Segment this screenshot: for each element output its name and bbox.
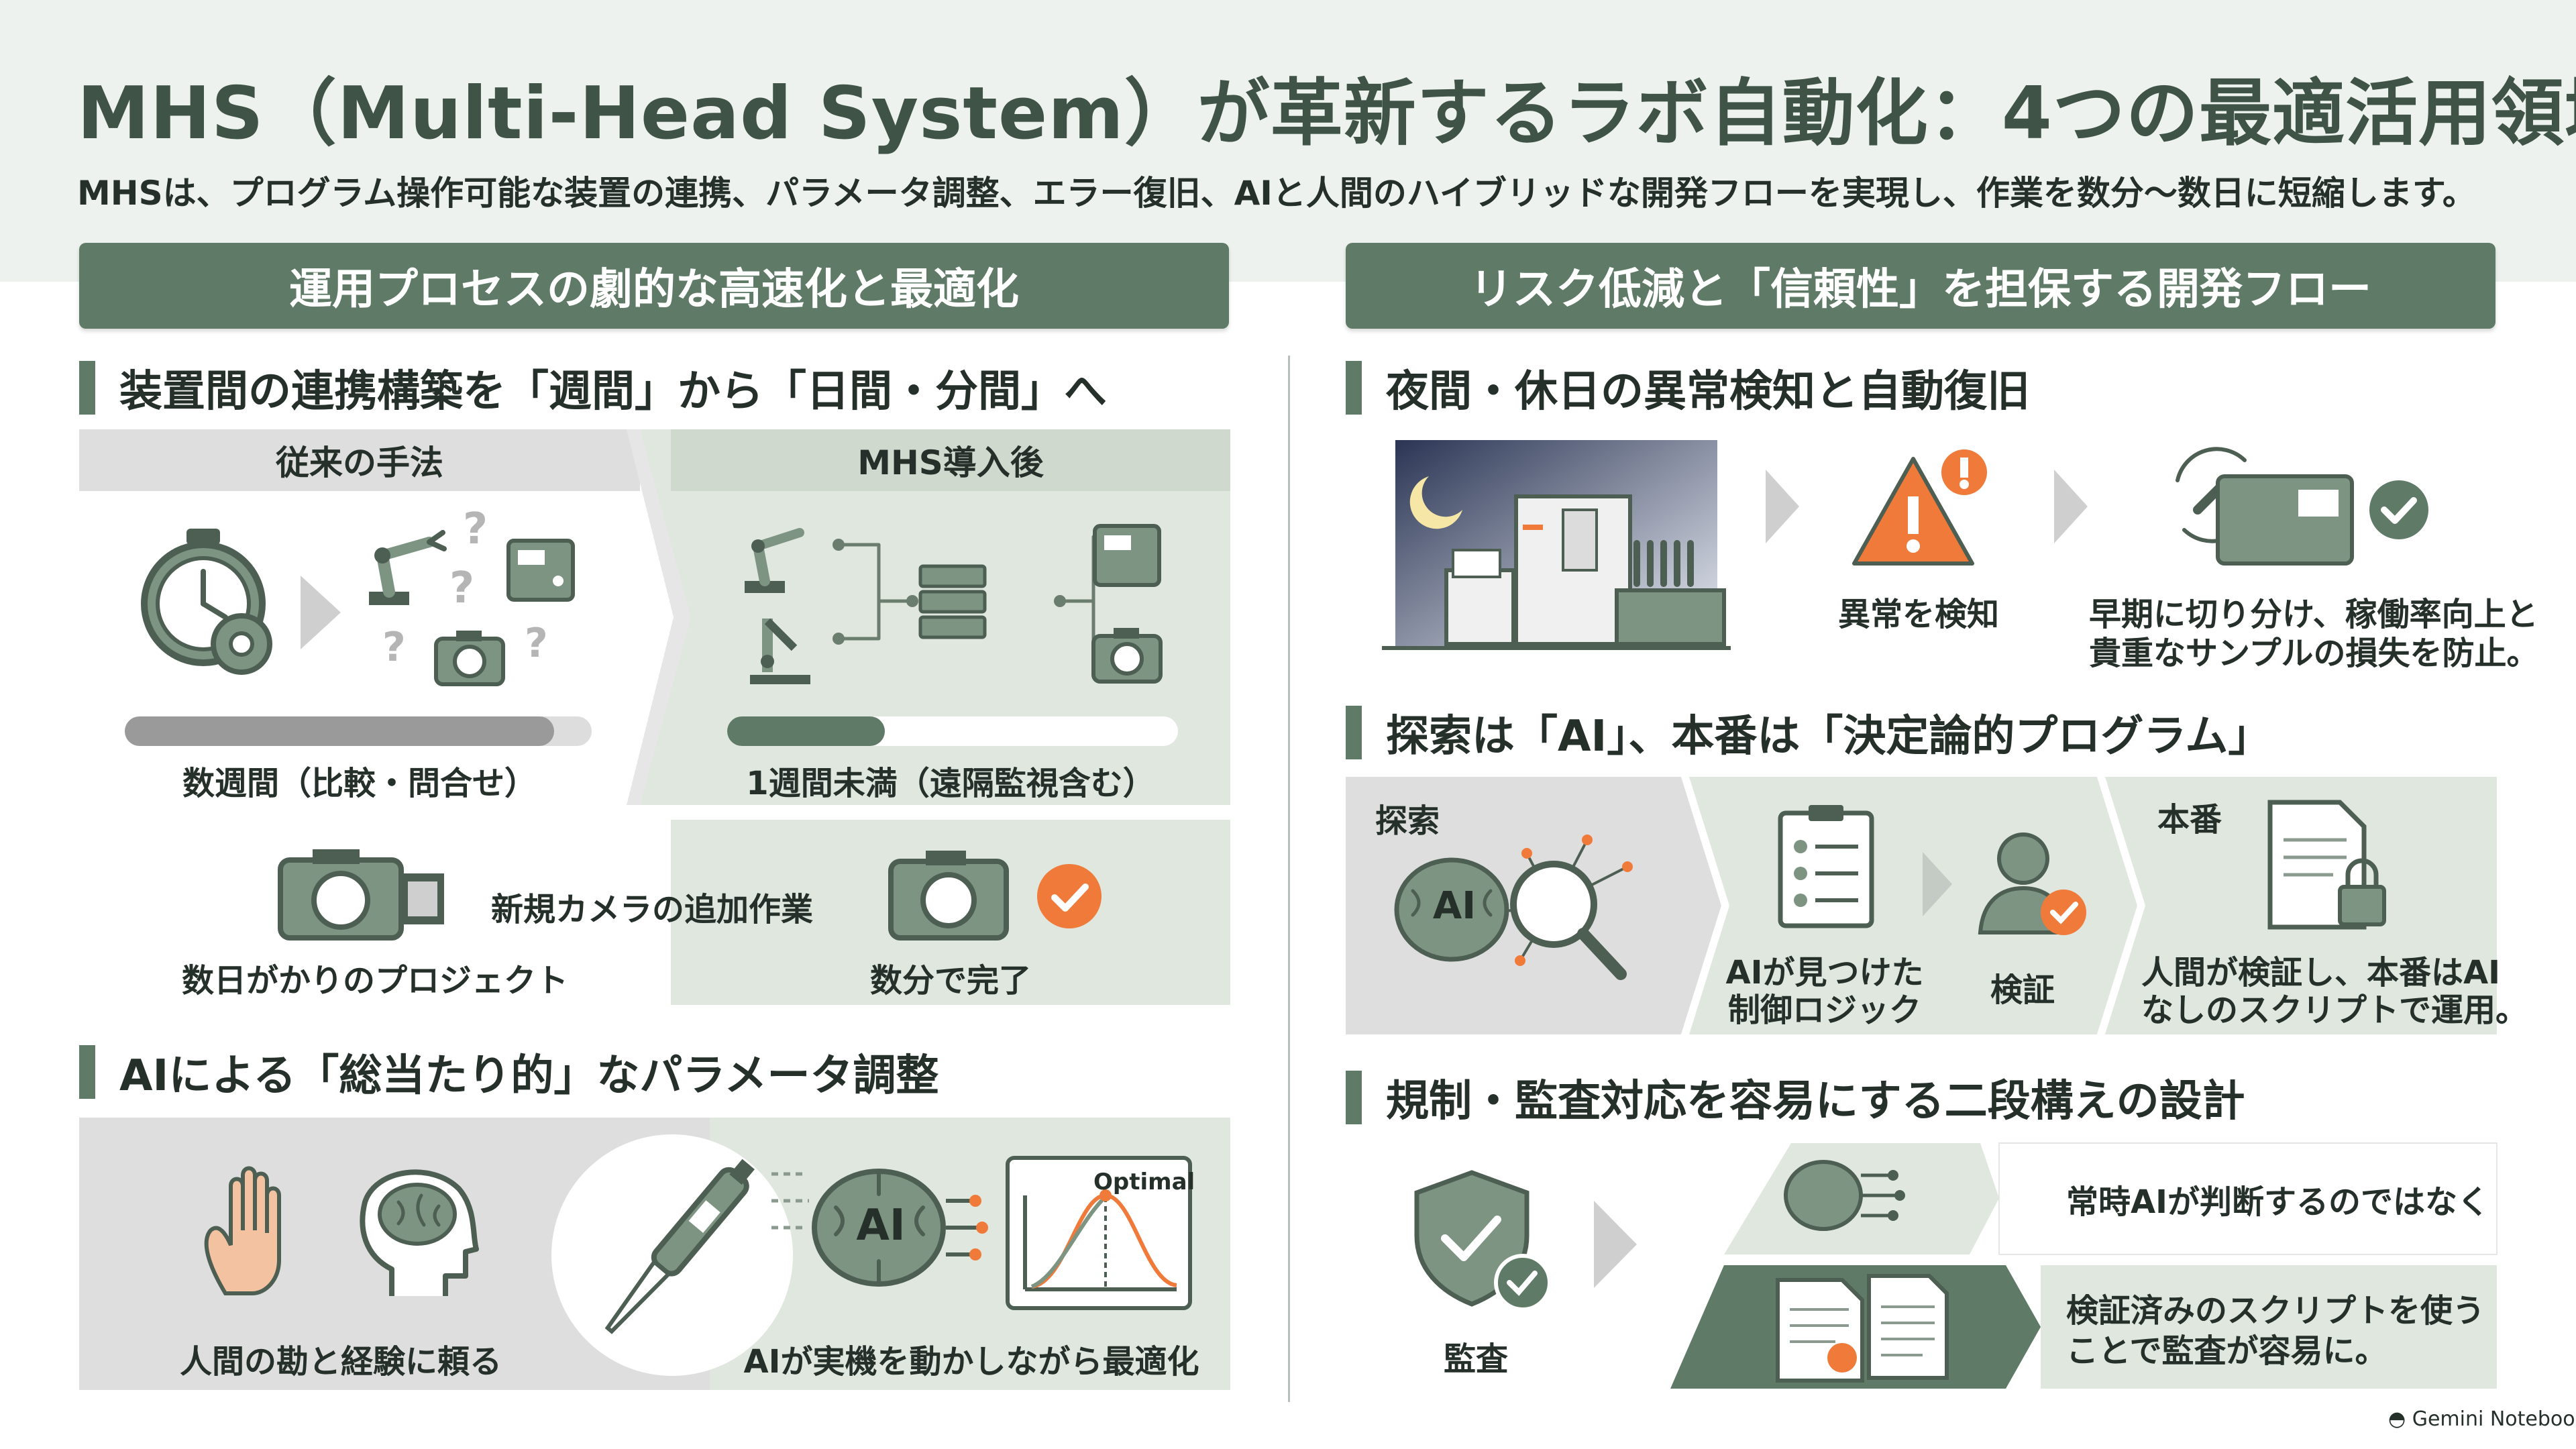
chevron-right-icon — [1594, 1201, 1637, 1288]
header-band — [0, 0, 2576, 282]
section-title-audit: 規制・監査対応を容易にする二段構えの設計 — [1346, 1069, 2245, 1126]
document-lock-icon — [2267, 800, 2386, 930]
ai-brain-icon — [1784, 1160, 1905, 1231]
chevron-right-icon — [2054, 470, 2088, 543]
question-icon: ? — [449, 564, 475, 613]
before-caption: 数週間（比較・問合せ） — [182, 765, 537, 802]
user-verify-icon — [1978, 833, 2086, 935]
footer-brand-label: Gemini Notebook — [2412, 1407, 2576, 1431]
wrench-cycle-icon — [2176, 447, 2428, 566]
chevron-right-icon — [301, 576, 341, 649]
before-progress-track — [125, 716, 592, 746]
explore-tab: 探索 — [1375, 802, 1440, 840]
gemini-logo-icon: ◓ — [2388, 1407, 2412, 1431]
magnifier-icon — [1510, 861, 1627, 980]
page-title: MHS（Multi-Head System）が革新するラボ自動化：4つの最適活用… — [77, 72, 2576, 156]
stopwatch-gear-icon — [141, 529, 272, 675]
ai-brain-icon — [812, 1169, 988, 1287]
detect-caption: 異常を検知 — [1837, 596, 1999, 633]
section-title-integration: 装置間の連携構築を「週間」から「日間・分間」へ — [79, 360, 1107, 417]
tier1-text: 常時AIが判断するのではなく — [2066, 1183, 2490, 1221]
moon-icon — [1409, 476, 1462, 529]
question-icon: ? — [382, 624, 406, 671]
production-caption-line2: なしのスクリプトで運用。 — [2141, 991, 2528, 1029]
camera-icon — [1091, 628, 1163, 684]
camera-after-caption: 数分で完了 — [869, 962, 1031, 1000]
question-icon: ? — [463, 504, 488, 554]
check-circle-icon — [1037, 864, 1102, 928]
logic-caption-line1: AIが見つけた — [1725, 954, 1924, 991]
printer-icon — [506, 539, 575, 602]
chevron-right-icon — [1923, 852, 1952, 916]
hand-icon — [204, 1166, 281, 1295]
shield-check-icon — [1414, 1170, 1552, 1311]
ai-label: AI — [856, 1201, 906, 1250]
checklist-icon — [1778, 805, 1874, 928]
printer-icon — [1093, 524, 1161, 587]
film-camera-icon — [278, 849, 444, 941]
production-tab: 本番 — [2157, 801, 2222, 839]
dashed-input-lines — [771, 1172, 809, 1230]
camera-task-label: 新規カメラの追加作業 — [491, 891, 814, 928]
question-icon: ? — [525, 620, 548, 667]
before-progress-fill — [125, 716, 555, 746]
certificate-icon — [1776, 1274, 1949, 1383]
camera-icon — [888, 851, 1009, 941]
section-title-parameter-tuning: AIによる「総当たり的」なパラメータ調整 — [79, 1044, 939, 1101]
tier2-line1: 検証済みのスクリプトを使う — [2066, 1292, 2485, 1330]
production-caption-line1: 人間が検証し、本番はAI — [2141, 954, 2501, 991]
after-progress-track — [727, 716, 1178, 746]
robot-arm-icon — [369, 530, 447, 605]
pipette-icon — [551, 1134, 793, 1376]
before-tab: 従来の手法 — [79, 429, 640, 491]
robot-arm-icon — [745, 528, 804, 593]
section-title-anomaly: 夜間・休日の異常検知と自動復旧 — [1346, 360, 2030, 417]
footer-brand: ◓ Gemini Notebook — [2388, 1407, 2576, 1431]
section-title-ai-vs-program: 探索は「AI」、本番は「決定論的プログラム」 — [1346, 704, 2271, 761]
after-progress-fill — [727, 716, 885, 746]
server-stack-icon — [918, 564, 987, 639]
ai-label-explore: AI — [1432, 884, 1477, 928]
camera-icon — [434, 631, 505, 686]
microscope-icon — [750, 618, 810, 684]
column-divider — [1288, 356, 1290, 1402]
verify-caption: 検証 — [1990, 971, 2055, 1009]
lab-instrument-icon — [1382, 440, 1731, 650]
optimal-label: Optimal — [1093, 1169, 1195, 1195]
human-caption: 人間の勘と経験に頼る — [179, 1343, 502, 1381]
camera-before-caption: 数日がかりのプロジェクト — [181, 962, 568, 1000]
ai-caption: AIが実機を動かしながら最適化 — [743, 1343, 1199, 1381]
audit-caption: 監査 — [1443, 1340, 1508, 1378]
left-column-header: 運用プロセスの劇的な高速化と最適化 — [79, 243, 1229, 329]
ai-brain-icon — [1394, 835, 1633, 980]
after-caption: 1週間未満（遠隔監視含む） — [746, 765, 1155, 802]
right-column-header: リスク低減と「信頼性」を担保する開発フロー — [1346, 243, 2496, 329]
chevron-right-icon — [1766, 470, 1799, 543]
result-caption-line1: 早期に切り分け、稼働率向上と — [2089, 596, 2538, 633]
brain-head-icon — [360, 1169, 479, 1296]
warning-icon — [1852, 449, 1987, 566]
page-subtitle: MHSは、プログラム操作可能な装置の連携、パラメータ調整、エラー復旧、AIと人間… — [77, 174, 2476, 213]
after-tab: MHS導入後 — [857, 443, 1044, 482]
bell-curve-icon — [1006, 1156, 1192, 1310]
logic-caption-line2: 制御ロジック — [1727, 991, 1921, 1029]
tier2-line2: ことで監査が容易に。 — [2066, 1332, 2387, 1370]
result-caption-line2: 貴重なサンプルの損失を防止。 — [2089, 635, 2539, 672]
